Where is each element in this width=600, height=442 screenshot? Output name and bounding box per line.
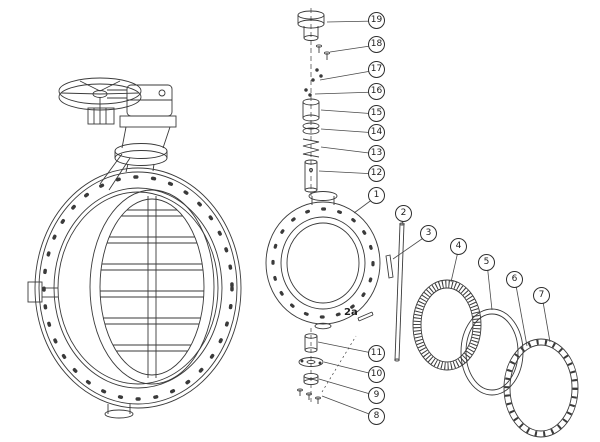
part-3-key	[385, 254, 394, 279]
part-16-pins	[304, 88, 312, 97]
callout-1: 1	[368, 187, 385, 204]
callout-2: 2	[395, 205, 412, 222]
part-1-valve-body	[265, 191, 381, 330]
callout-6: 6	[506, 271, 523, 288]
callout-7: 7	[533, 287, 550, 304]
callout-12: 12	[368, 165, 385, 182]
callout-14: 14	[368, 124, 385, 141]
part-14-packing-rings	[302, 122, 320, 135]
part-15-bushing	[302, 98, 320, 122]
drain-port-drawing	[104, 404, 134, 419]
callout-8: 8	[368, 408, 385, 425]
part-12-stem	[304, 159, 318, 193]
callout-9: 9	[368, 387, 385, 404]
part-8-screws	[297, 388, 321, 404]
part-9-cap	[303, 372, 319, 386]
part-19-gland-flange	[297, 10, 325, 41]
part-11-bushing	[304, 333, 318, 353]
callout-13: 13	[368, 145, 385, 162]
callout-2a: 2a	[344, 307, 358, 318]
part-17-pins	[311, 68, 323, 82]
callout-5: 5	[478, 254, 495, 271]
callout-17: 17	[368, 61, 385, 78]
part-18-screws	[315, 44, 331, 60]
callout-16: 16	[368, 83, 385, 100]
part-10-end-plate	[298, 357, 324, 367]
handwheel-drawing	[58, 77, 142, 125]
part-6-7-retaining-ring	[503, 338, 579, 438]
callout-19: 19	[368, 12, 385, 29]
part-2-shaft	[394, 209, 405, 362]
valve-disc-drawing	[89, 189, 215, 385]
callout-18: 18	[368, 36, 385, 53]
screw-alignment-line	[321, 335, 357, 393]
gearbox-drawing	[99, 84, 177, 191]
callout-3: 3	[420, 225, 437, 242]
part-4-gasket-ring	[412, 279, 482, 371]
callout-10: 10	[368, 366, 385, 383]
callout-11: 11	[368, 345, 385, 362]
callout-15: 15	[368, 105, 385, 122]
part-5-seat-ring	[460, 308, 524, 396]
callout-4: 4	[450, 238, 467, 255]
part-2a-pin	[357, 311, 374, 322]
assembled-valve-drawing	[27, 77, 242, 419]
part-13-spring-washers	[302, 138, 320, 158]
exploded-view-drawing	[265, 8, 579, 438]
valve-body-drawing	[27, 167, 242, 409]
